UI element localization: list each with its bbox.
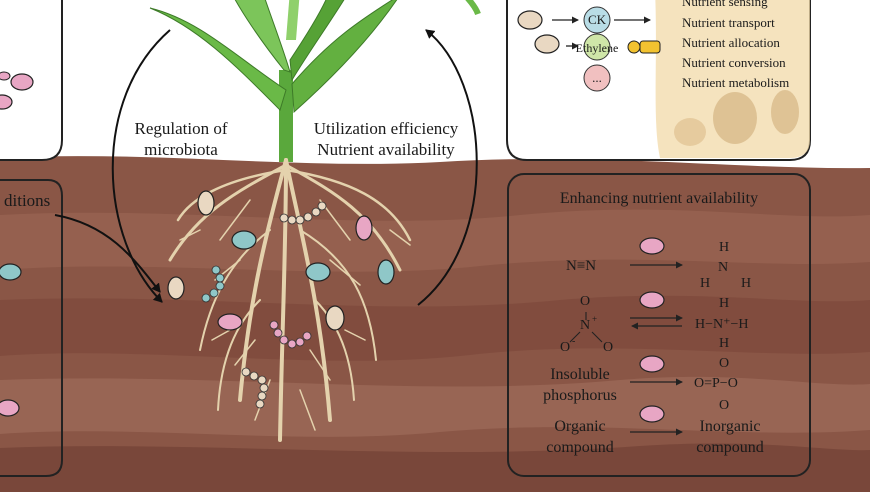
ck-node (583, 6, 611, 34)
nitrate-o-left: O (560, 340, 571, 355)
nh3-h-left: H (700, 276, 711, 291)
receptor-icon (627, 40, 661, 54)
root-system (168, 158, 412, 442)
nitrate-minus: - (572, 336, 576, 347)
regulation-label: Regulation of microbiota (112, 118, 250, 160)
root-microbes (167, 190, 395, 331)
reaction-arrows (630, 261, 683, 436)
nitrate-o-right: O (603, 340, 614, 355)
phosphate-row: O=P−O (694, 376, 738, 391)
left-panel-microbes (0, 263, 22, 417)
utilization-arrow (417, 29, 478, 306)
left-conditions-panel (0, 179, 63, 477)
insoluble-phosphorus-label: Insoluble phosphorus (528, 364, 632, 406)
ammonium-h-bottom: H (719, 336, 730, 351)
availability-panel (507, 173, 811, 477)
plant-shoot (149, 0, 481, 162)
nutrient-item-transport: Nutrient transport (682, 15, 775, 30)
left-panel-arrow (54, 214, 161, 293)
other-hormone-label: ... (592, 70, 602, 85)
phosphate-o-top: O (719, 356, 730, 371)
inorganic-line2: compound (696, 439, 764, 456)
top-right-microbes (517, 10, 560, 54)
nitrate-o-top: O (580, 294, 591, 309)
inorganic-line1: Inorganic (699, 418, 761, 435)
organic-line1: Organic (554, 418, 606, 435)
nh3-h-top: H (719, 240, 730, 255)
regulation-arrow (111, 29, 171, 303)
top-left-microbes (0, 71, 34, 110)
nh3-h-right: H (741, 276, 752, 291)
nutrient-item-metabolism: Nutrient metabolism (682, 75, 790, 90)
nitrate-n: N (580, 318, 591, 333)
utilization-label: Utilization efficiency Nutrient availabi… (296, 118, 476, 160)
ck-label: CK (587, 12, 607, 27)
phosphate-o-bottom: O (719, 398, 730, 413)
insoluble-line1: Insoluble (550, 366, 610, 383)
nh3-n: N (718, 260, 729, 275)
availability-title: Enhancing nutrient availability (559, 190, 759, 207)
regulation-line1: Regulation of (134, 119, 228, 138)
nitrate-bonds (569, 312, 603, 343)
nutrient-item-allocation: Nutrient allocation (682, 35, 780, 50)
plant-cell-organelles (674, 90, 799, 146)
reaction-microbes (639, 237, 665, 423)
ethylene-node (583, 33, 611, 61)
left-panel-title: ditions (4, 191, 51, 210)
utilization-line2: Nutrient availability (317, 140, 455, 159)
ethylene-label: Ethylene (575, 41, 619, 55)
ammonium-h-top: H (719, 296, 730, 311)
nutrient-item-conversion: Nutrient conversion (682, 55, 786, 70)
insoluble-line2: phosphorus (543, 387, 617, 404)
nitrate-plus: + (592, 314, 598, 324)
n2-formula: N≡N (566, 258, 597, 274)
other-hormone-node (583, 64, 611, 92)
regulation-line2: microbiota (144, 140, 218, 159)
organic-line2: compound (546, 439, 614, 456)
nutrient-item-sensing: Nutrient sensing (682, 0, 768, 9)
utilization-line1: Utilization efficiency (313, 119, 459, 138)
bead-chain-microbes (201, 201, 327, 409)
organic-compound-label: Organic compound (528, 416, 632, 458)
inorganic-compound-label: Inorganic compound (678, 416, 782, 458)
ammonium-row: H−N⁺−H (695, 317, 749, 332)
